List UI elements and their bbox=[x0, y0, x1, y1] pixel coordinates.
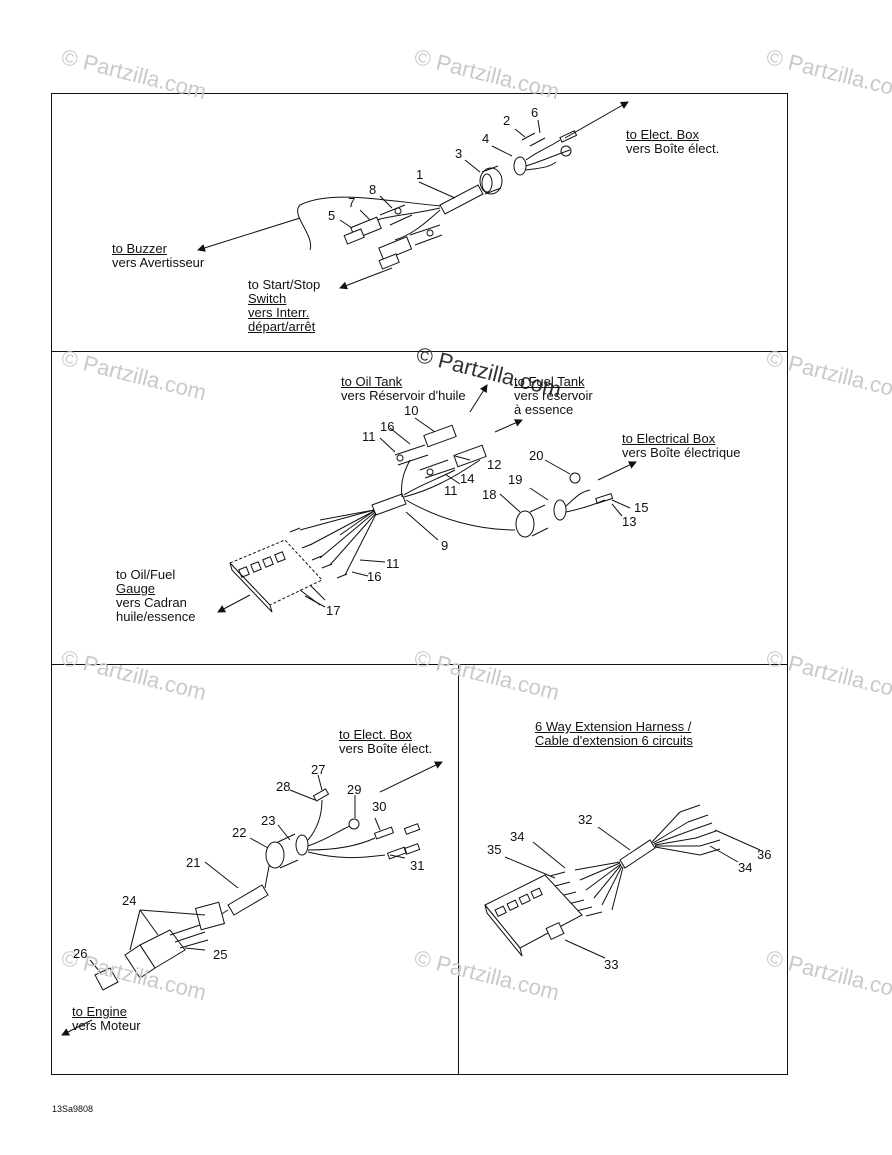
callout: 36 bbox=[757, 847, 772, 862]
dest-oil-fuel-gauge: to Oil/Fuel Gauge vers Cadran huile/esse… bbox=[116, 567, 196, 624]
callout: 22 bbox=[232, 825, 247, 840]
callout: 16 bbox=[380, 419, 395, 434]
callout: 18 bbox=[482, 487, 497, 502]
callout: 12 bbox=[487, 457, 502, 472]
callout: 35 bbox=[487, 842, 502, 857]
outer-frame bbox=[51, 93, 788, 1075]
callout: 23 bbox=[261, 813, 276, 828]
callout: 1 bbox=[416, 167, 424, 182]
callout: 16 bbox=[367, 569, 382, 584]
callout: 24 bbox=[122, 893, 137, 908]
callout: 21 bbox=[186, 855, 201, 870]
callout: 2 bbox=[503, 113, 511, 128]
callout: 14 bbox=[460, 471, 475, 486]
callout: 31 bbox=[410, 858, 425, 873]
panel2-harness bbox=[217, 384, 637, 613]
callout: 5 bbox=[328, 208, 336, 223]
callout: 32 bbox=[578, 812, 593, 827]
panel1-harness bbox=[197, 101, 629, 290]
callout: 3 bbox=[455, 146, 463, 161]
callout: 7 bbox=[348, 195, 356, 210]
callout: 34 bbox=[510, 829, 525, 844]
callout: 9 bbox=[441, 538, 449, 553]
callout: 30 bbox=[372, 799, 387, 814]
callout: 6 bbox=[531, 105, 539, 120]
callout: 25 bbox=[213, 947, 228, 962]
callout: 10 bbox=[404, 403, 419, 418]
callout: 13 bbox=[622, 514, 637, 529]
extension-harness-title: 6 Way Extension Harness / Cable d'extens… bbox=[535, 719, 693, 748]
callout: 33 bbox=[604, 957, 619, 972]
dest-start-stop-switch: to Start/Stop Switch vers Interr. départ… bbox=[248, 277, 321, 334]
panel3-harness bbox=[61, 761, 443, 1036]
callout: 34 bbox=[738, 860, 753, 875]
callout: 19 bbox=[508, 472, 523, 487]
callout: 11 bbox=[386, 556, 400, 571]
figure-code: 13Sa9808 bbox=[52, 1104, 94, 1114]
dest-fuel-tank: to Fuel Tank vers réservoir à essence bbox=[514, 374, 593, 417]
callout: 27 bbox=[311, 762, 326, 777]
callout: 15 bbox=[634, 500, 649, 515]
callout: 8 bbox=[369, 182, 377, 197]
callout: 26 bbox=[73, 946, 88, 961]
callout: 20 bbox=[529, 448, 544, 463]
callout: 28 bbox=[276, 779, 291, 794]
callout: 17 bbox=[326, 603, 341, 618]
callout: 11 bbox=[362, 429, 376, 444]
panel4-harness bbox=[484, 804, 761, 959]
callout: 29 bbox=[347, 782, 362, 797]
callout: 4 bbox=[482, 131, 490, 146]
callout: 11 bbox=[444, 483, 458, 498]
